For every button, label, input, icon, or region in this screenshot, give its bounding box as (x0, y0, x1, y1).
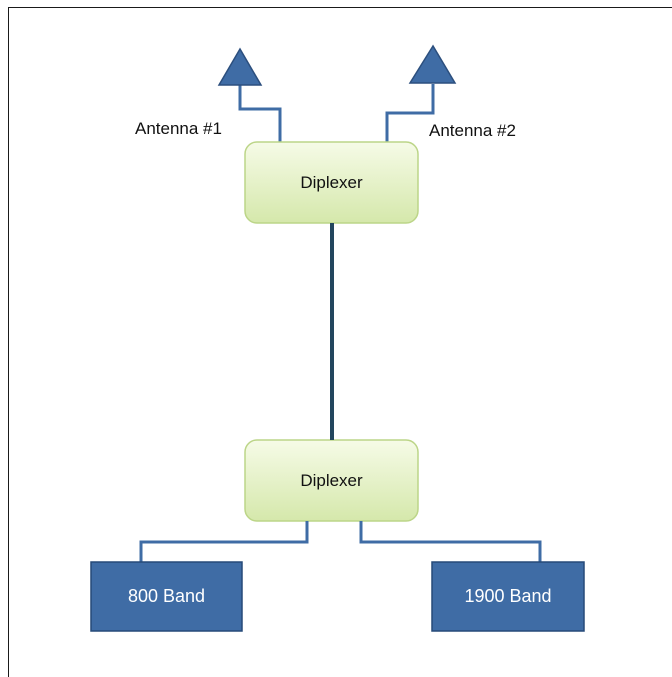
band-1900-feed-line (359, 521, 542, 562)
antenna-1-feed-line (238, 84, 282, 142)
diplexer-top-label: Diplexer (300, 172, 363, 192)
diplexer-bottom-label: Diplexer (300, 470, 363, 490)
antenna-1-icon (217, 47, 263, 86)
band-1900-label: 1900 Band (464, 586, 552, 606)
antenna-2-label: Antenna #2 (429, 121, 516, 140)
antenna-1-label: Antenna #1 (135, 119, 222, 138)
band-800-label: 800 Band (127, 586, 206, 606)
band-800-box (90, 561, 243, 632)
band-800-feed-line (139, 521, 309, 562)
antenna-2-feed-line (385, 84, 435, 142)
band-1900-box (431, 561, 585, 632)
antenna-2-icon (408, 44, 457, 84)
